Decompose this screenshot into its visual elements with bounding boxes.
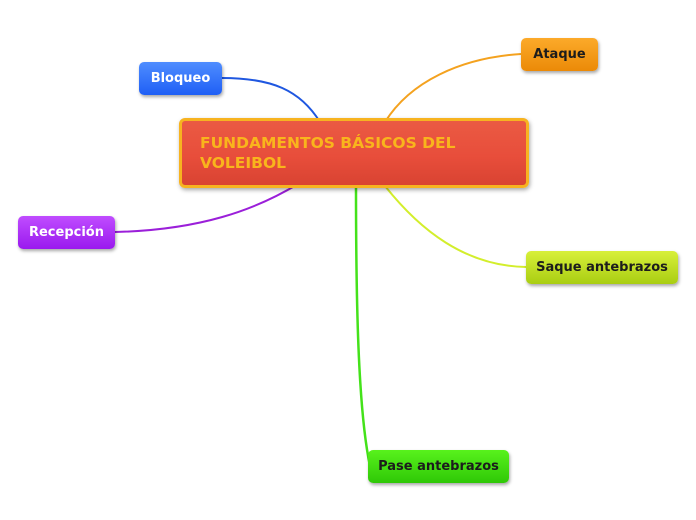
connector-saque [384,185,527,268]
topic-pase-antebrazos[interactable]: Pase antebrazos [368,450,509,483]
topic-saque-antebrazos-label: Saque antebrazos [536,260,668,275]
topic-ataque-label: Ataque [533,47,586,62]
topic-pase-antebrazos-label: Pase antebrazos [378,459,499,474]
topic-ataque[interactable]: Ataque [521,38,598,71]
connector-pase [354,185,372,467]
topic-bloqueo[interactable]: Bloqueo [139,62,222,95]
topic-recepcion[interactable]: Recepción [18,216,115,249]
topic-bloqueo-label: Bloqueo [150,71,211,86]
connector-recepcion [114,183,299,233]
central-topic-label: FUNDAMENTOS BÁSICOS DEL VOLEIBOL [200,134,456,172]
central-topic[interactable]: FUNDAMENTOS BÁSICOS DEL VOLEIBOL [179,118,529,188]
topic-saque-antebrazos[interactable]: Saque antebrazos [526,251,678,284]
topic-recepcion-label: Recepción [28,225,104,240]
connector-bloqueo [221,77,321,123]
connector-ataque [384,53,522,123]
